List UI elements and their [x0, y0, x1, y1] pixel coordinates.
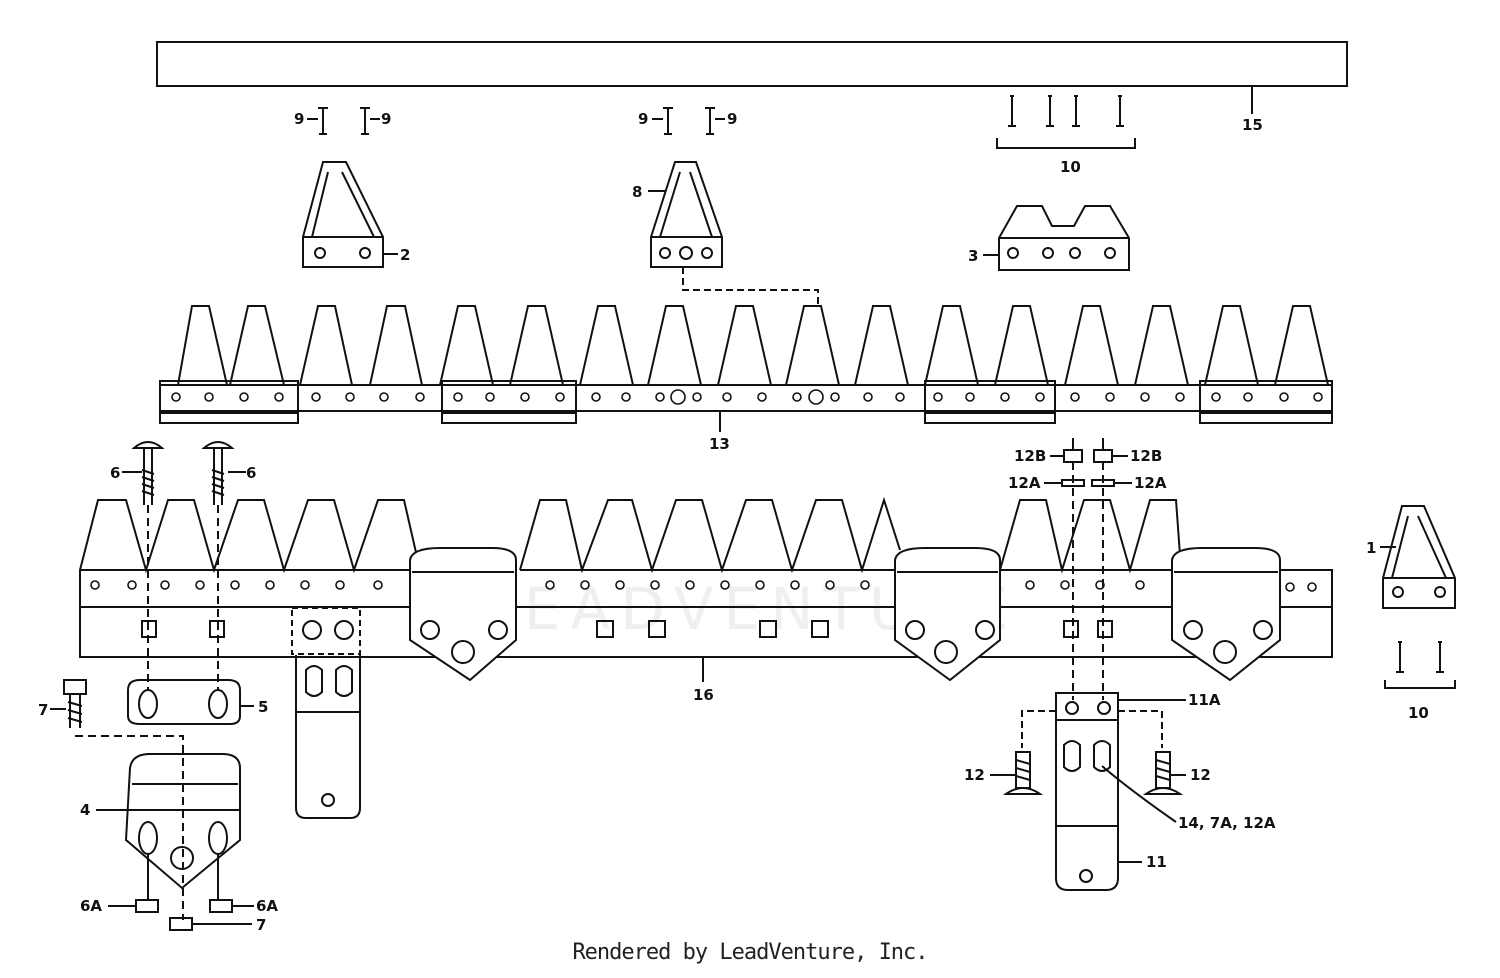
part-10-rivets-right[interactable] — [1384, 641, 1456, 689]
callout-10: 10 — [1060, 158, 1081, 176]
callout-1: 1 — [1366, 539, 1376, 557]
callout-12a: 12A — [1008, 474, 1041, 492]
part-7-bolt[interactable] — [50, 679, 184, 920]
hold-down-clip[interactable] — [894, 547, 1001, 682]
callout-14-7a-12a: 14, 7A, 12A — [1178, 814, 1276, 832]
part-3-knife-section[interactable] — [983, 205, 1130, 271]
callout-6: 6 — [246, 464, 256, 482]
callout-2: 2 — [400, 246, 410, 264]
part-5-clip-plate[interactable] — [127, 679, 254, 725]
part-1-knife-section[interactable] — [1380, 505, 1456, 609]
callout-9: 9 — [294, 110, 304, 128]
callout-11: 11 — [1146, 853, 1167, 871]
callout-10: 10 — [1408, 704, 1429, 722]
part-12a-washers[interactable] — [1044, 462, 1132, 700]
part-16-guard-bar[interactable] — [79, 496, 1333, 682]
callout-9: 9 — [727, 110, 737, 128]
callout-12: 12 — [964, 766, 985, 784]
part-9-bolts[interactable] — [307, 107, 725, 135]
callout-11a: 11A — [1188, 691, 1221, 709]
callout-9: 9 — [638, 110, 648, 128]
rendered-by-credit: Rendered by LeadVenture, Inc. — [572, 940, 928, 965]
callout-6: 6 — [110, 464, 120, 482]
callout-7: 7 — [256, 916, 266, 934]
callout-12a: 12A — [1134, 474, 1167, 492]
part-8-knife-section[interactable] — [648, 161, 819, 308]
callout-12: 12 — [1190, 766, 1211, 784]
hold-down-clip[interactable] — [1171, 547, 1281, 682]
callout-7: 7 — [38, 701, 48, 719]
part-12-bolts[interactable] — [990, 710, 1186, 795]
callout-8: 8 — [632, 183, 642, 201]
callout-13: 13 — [709, 435, 730, 453]
part-15-bar[interactable] — [156, 41, 1348, 87]
callout-4: 4 — [80, 801, 90, 819]
part-6a-nuts[interactable] — [108, 899, 254, 913]
hold-down-clip[interactable] — [409, 547, 517, 682]
guard-assembly[interactable] — [291, 607, 361, 819]
callout-9: 9 — [381, 110, 391, 128]
part-13-knife-assembly[interactable] — [159, 305, 1333, 424]
part-2-knife-section[interactable] — [302, 161, 398, 268]
callout-16: 16 — [693, 686, 714, 704]
callout-3: 3 — [968, 247, 978, 265]
callout-12b: 12B — [1014, 447, 1046, 465]
callout-6a: 6A — [80, 897, 102, 915]
part-7-nut[interactable] — [169, 917, 252, 931]
callout-5: 5 — [258, 698, 268, 716]
part-11-guard[interactable] — [1055, 692, 1186, 891]
part-4-hold-down[interactable] — [96, 753, 241, 900]
callout-12b: 12B — [1130, 447, 1162, 465]
callout-6a: 6A — [256, 897, 278, 915]
part-12b-nuts[interactable] — [1050, 438, 1128, 463]
part-6-bolts[interactable] — [122, 441, 246, 690]
callout-15: 15 — [1242, 116, 1263, 134]
part-10-rivets[interactable] — [996, 95, 1136, 149]
